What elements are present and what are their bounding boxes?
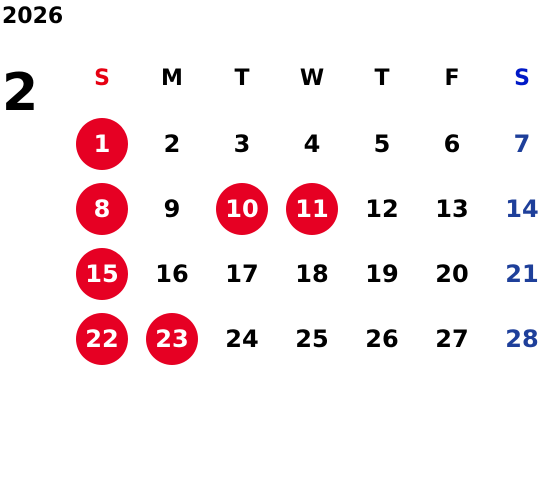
calendar-date: 4 xyxy=(303,129,321,158)
calendar-cell: 15 xyxy=(67,241,137,306)
calendar-cell: 11 xyxy=(277,176,347,241)
calendar-date: 25 xyxy=(295,324,329,353)
calendar-cell: 2 xyxy=(137,111,207,176)
calendar-cell: 26 xyxy=(347,306,417,371)
calendar-date: 24 xyxy=(225,324,259,353)
calendar-cell: 6 xyxy=(417,111,487,176)
calendar-cell: 8 xyxy=(67,176,137,241)
calendar-cell: 19 xyxy=(347,241,417,306)
calendar-date: 13 xyxy=(435,194,469,223)
holiday-date: 22 xyxy=(76,312,128,365)
weekday-header: T xyxy=(374,66,390,91)
calendar-cell: 13 xyxy=(417,176,487,241)
calendar-cell: 12 xyxy=(347,176,417,241)
calendar-cell: 7 xyxy=(487,111,548,176)
calendar-date: 7 xyxy=(513,129,531,158)
calendar-date: 6 xyxy=(443,129,461,158)
holiday-date: 23 xyxy=(146,312,198,365)
calendar-cell: 14 xyxy=(487,176,548,241)
calendar-date: 18 xyxy=(295,259,329,288)
calendar-cell: 18 xyxy=(277,241,347,306)
calendar-date: 5 xyxy=(373,129,391,158)
calendar-cell: 3 xyxy=(207,111,277,176)
calendar-date: 9 xyxy=(163,194,181,223)
weekday-header: W xyxy=(299,66,325,91)
calendar-date: 17 xyxy=(225,259,259,288)
calendar-date: 26 xyxy=(365,324,399,353)
weekday-header: S xyxy=(94,66,110,91)
holiday-date: 8 xyxy=(76,182,128,235)
calendar-cell: 20 xyxy=(417,241,487,306)
holiday-date: 1 xyxy=(76,117,128,170)
holiday-date: 10 xyxy=(216,182,268,235)
calendar-date: 12 xyxy=(365,194,399,223)
calendar-cell: 16 xyxy=(137,241,207,306)
calendar-cell: 17 xyxy=(207,241,277,306)
calendar-date: 27 xyxy=(435,324,469,353)
calendar-date: 3 xyxy=(233,129,251,158)
calendar-cell: 23 xyxy=(137,306,207,371)
calendar-year: 2026 xyxy=(2,4,64,29)
calendar-date: 21 xyxy=(505,259,539,288)
weekday-header: S xyxy=(514,66,530,91)
holiday-date: 15 xyxy=(76,247,128,300)
calendar-date: 19 xyxy=(365,259,399,288)
calendar-date: 2 xyxy=(163,129,181,158)
calendar-cell: 25 xyxy=(277,306,347,371)
calendar-cell: 9 xyxy=(137,176,207,241)
holiday-date: 11 xyxy=(286,182,338,235)
calendar-date: 16 xyxy=(155,259,189,288)
calendar-cell: 10 xyxy=(207,176,277,241)
weekday-header: F xyxy=(444,66,460,91)
calendar-cell: 22 xyxy=(67,306,137,371)
weekday-header: M xyxy=(161,66,183,91)
calendar-cell: 4 xyxy=(277,111,347,176)
calendar-cell: 5 xyxy=(347,111,417,176)
calendar-date: 28 xyxy=(505,324,539,353)
calendar-cell: 24 xyxy=(207,306,277,371)
calendar-date: 20 xyxy=(435,259,469,288)
calendar-cell: 28 xyxy=(487,306,548,371)
calendar-month: 2 xyxy=(2,63,39,123)
calendar-date: 14 xyxy=(505,194,539,223)
calendar-cell: 1 xyxy=(67,111,137,176)
calendar-cell: 27 xyxy=(417,306,487,371)
weekday-header: T xyxy=(234,66,250,91)
calendar-cell: 21 xyxy=(487,241,548,306)
